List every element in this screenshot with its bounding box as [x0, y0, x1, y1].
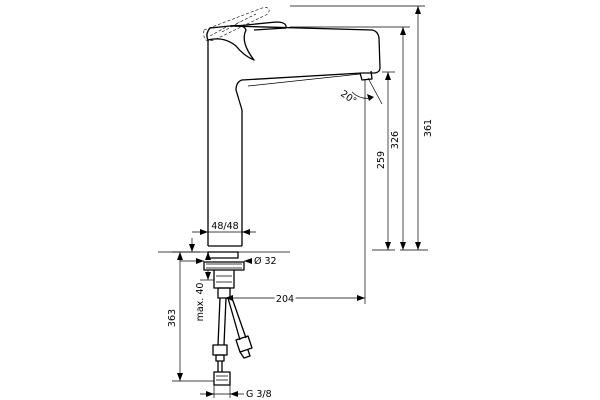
- dim-body-width: 48/48: [192, 221, 256, 236]
- dim-counter-thickness: max. 40: [195, 252, 214, 321]
- hose-end-fitting: [213, 371, 231, 386]
- hose-right: [227, 297, 247, 341]
- faucet-spout: [229, 25, 381, 111]
- dim-diameter-32-label: Ø 32: [254, 256, 277, 267]
- dim-g-3-8-label: G 3/8: [246, 389, 272, 400]
- faucet-body: [203, 7, 381, 247]
- dim-connection-thread: G 3/8: [200, 385, 272, 400]
- faucet-column: [207, 40, 243, 247]
- dim-height-spout-top: 326: [290, 26, 410, 250]
- mount-nut: [203, 261, 245, 271]
- hose-left-nut: [212, 344, 228, 356]
- lever-alternate-position: [203, 7, 270, 42]
- dim-mount-diameter: Ø 32: [180, 238, 277, 267]
- dim-hose-length: 363: [167, 251, 214, 382]
- dim-spout-angle: 20°: [338, 77, 383, 112]
- faucet-lever: [235, 21, 287, 31]
- spout-underline: [247, 73, 361, 87]
- mount-flange: [207, 251, 239, 259]
- dim-max-40-label: max. 40: [195, 283, 206, 322]
- dim-height-spout-outlet: 259: [372, 71, 395, 251]
- dim-363-label: 363: [167, 309, 178, 327]
- dim-48-48-label: 48/48: [211, 221, 238, 232]
- faucet-head: [206, 24, 255, 61]
- dim-height-total: 361: [290, 5, 434, 251]
- dim-20deg-label: 20°: [338, 88, 358, 107]
- dim-326-label: 326: [390, 131, 401, 149]
- hose-left: [217, 297, 227, 346]
- dim-204-label: 204: [276, 294, 294, 305]
- dim-spout-reach: 204: [225, 112, 366, 307]
- dim-361-label: 361: [423, 119, 434, 137]
- supply-hoses: [212, 297, 253, 386]
- dim-259-label: 259: [376, 151, 387, 169]
- shank-fitting: [217, 287, 231, 299]
- faucet-aerator: [359, 70, 373, 81]
- mount-shank: [213, 270, 235, 289]
- hose-right-nut: [235, 335, 253, 353]
- hose-left-nipple: [215, 354, 225, 362]
